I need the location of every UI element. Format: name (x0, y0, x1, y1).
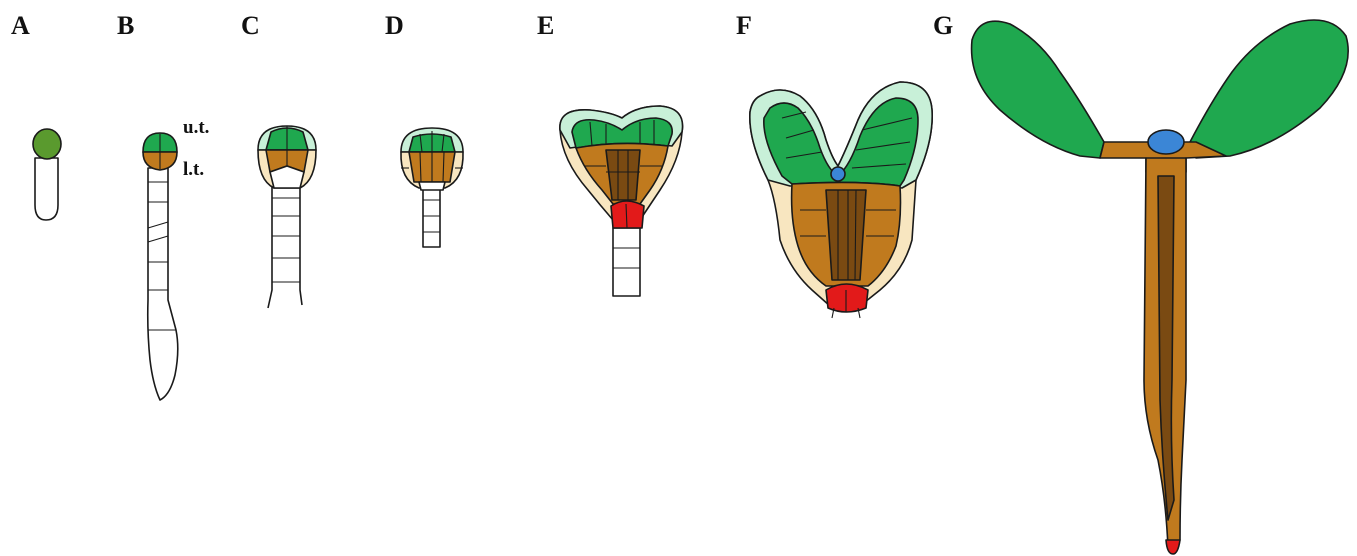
stage-d-embryo (401, 128, 463, 247)
panel-label-a: A (11, 13, 30, 39)
stage-b-embryo (143, 133, 178, 400)
panel-label-d: D (385, 13, 404, 39)
stage-c-embryo (258, 126, 316, 308)
stage-g-left-cotyledon (972, 21, 1104, 158)
stage-f-vascular (826, 190, 866, 280)
stage-f-shoot-meristem (831, 167, 845, 181)
stage-a-zygote (33, 129, 61, 220)
stage-e-vascular (606, 150, 640, 200)
stage-c-suspensor-walls (272, 198, 300, 282)
stage-f-embryo (750, 82, 932, 318)
stage-f-root-pole (826, 284, 868, 312)
panel-label-b: B (117, 13, 134, 39)
stage-g-seedling (972, 20, 1349, 554)
stage-g-shoot-meristem (1148, 130, 1184, 154)
stage-d-hypophysis (419, 182, 445, 190)
stage-a-apical-cell (33, 129, 61, 159)
panel-label-f: F (736, 13, 752, 39)
lower-tier-label: l.t. (183, 160, 204, 179)
stage-b-suspensor (148, 168, 178, 400)
panel-label-c: C (241, 13, 260, 39)
stage-c-suspensor (268, 182, 302, 308)
stage-e-root-pole (611, 201, 644, 228)
stage-e-embryo (560, 106, 683, 296)
stage-a-basal-cell (35, 158, 58, 220)
stage-g-right-cotyledon (1190, 20, 1348, 158)
stage-g-root-tip (1166, 540, 1180, 554)
panel-label-g: G (933, 13, 953, 39)
upper-tier-label: u.t. (183, 118, 209, 137)
stage-e-suspensor (613, 228, 640, 296)
panel-label-e: E (537, 13, 554, 39)
